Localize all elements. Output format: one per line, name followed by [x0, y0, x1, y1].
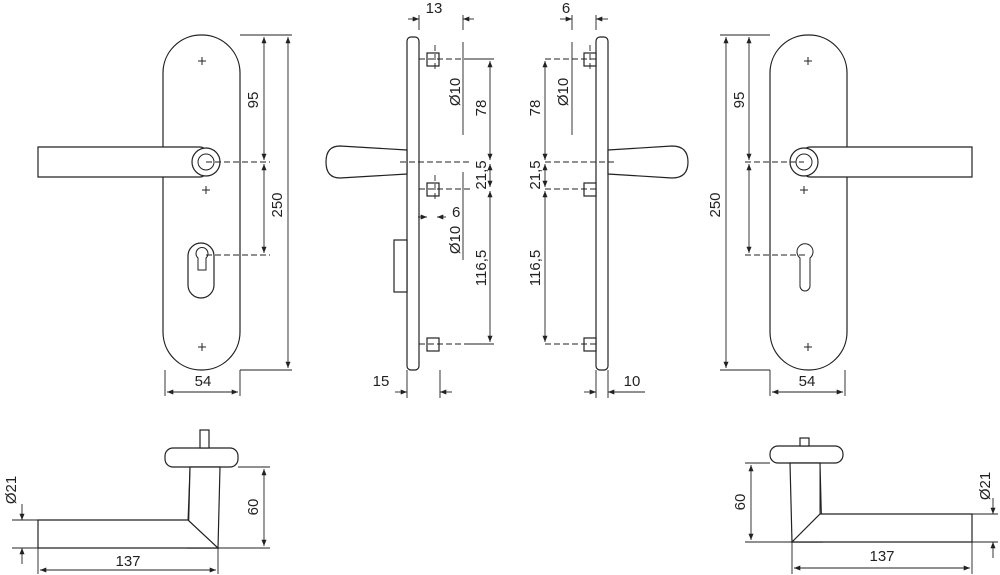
screw-boss-left-bottom: [426, 337, 440, 352]
dim-tv-left-d21: Ø21: [3, 476, 20, 504]
front-view-left: 95 250 54: [37, 34, 292, 396]
spindle-stub-left: [393, 239, 408, 293]
screw-boss-left-top: [426, 52, 440, 67]
dim-tv-right-d21: Ø21: [977, 472, 994, 500]
dim-sv-left-78: 78: [473, 100, 490, 117]
dim-sv-left-d10a: Ø10: [447, 78, 464, 106]
escutcheon-plate-left: [162, 34, 241, 371]
top-rose-left: [164, 447, 239, 468]
screw-mark-right-bottom: [804, 343, 812, 351]
dim-tv-left-137: 137: [115, 553, 140, 570]
top-spindle-right: [799, 437, 810, 447]
cylinder-keyhole-right: [796, 243, 814, 292]
dim-sv-left-215: 21,5: [473, 160, 490, 189]
dim-fv-left-95: 95: [245, 92, 262, 109]
side-lever-right: [607, 145, 689, 179]
screw-mark-left-mid: [202, 186, 210, 194]
dim-tv-right-60: 60: [732, 494, 749, 511]
dim-fv-left-54: 54: [195, 373, 212, 390]
dim-sv-right-215: 21,5: [527, 160, 544, 189]
keyhole-left: [195, 247, 209, 271]
dim-sv-left-15: 15: [373, 373, 390, 390]
top-view-left: Ø21 60 137: [3, 429, 270, 574]
screw-boss-right-mid: [583, 182, 597, 197]
dim-sv-right-1165: 116,5: [527, 250, 544, 286]
screw-boss-left-mid: [426, 182, 440, 197]
dim-tv-right-137: 137: [869, 548, 894, 565]
screw-mark-left-top: [198, 57, 206, 65]
screw-mark-right-top: [804, 57, 812, 65]
top-spindle-left: [199, 429, 210, 449]
dim-sv-left-1165: 116,5: [473, 250, 490, 286]
lever-handle-left: [37, 146, 209, 178]
top-view-right: 60 Ø21 137: [732, 437, 998, 574]
side-view-right: 6 Ø10 78 21,5 116,5 10: [527, 0, 689, 398]
lever-handle-right: [801, 146, 973, 178]
dim-fv-right-95: 95: [731, 92, 748, 109]
dim-sv-right-78: 78: [527, 100, 544, 117]
dim-sv-right-d10: Ø10: [555, 78, 572, 106]
dim-sv-right-6: 6: [562, 0, 570, 17]
side-lever-left: [325, 145, 408, 179]
screw-mark-right-mid: [800, 186, 808, 194]
dim-tv-left-60: 60: [245, 499, 262, 516]
dim-sv-right-10: 10: [624, 373, 641, 390]
side-plate-left: [406, 36, 420, 371]
front-view-right: 95 250 54: [707, 34, 973, 396]
top-lever-right: [790, 513, 973, 543]
dim-fv-right-250: 250: [707, 192, 724, 217]
screw-mark-left-bottom: [198, 343, 206, 351]
side-view-left: 13 Ø10 78 21,5 6 Ø10 116,5 15: [325, 0, 494, 398]
rose-inner-left: [197, 153, 215, 171]
side-plate-right: [595, 36, 609, 371]
dim-sv-left-d10b: Ø10: [447, 226, 464, 254]
dim-fv-left-250: 250: [269, 192, 286, 217]
top-rose-right: [769, 445, 844, 464]
dim-sv-left-6: 6: [452, 204, 460, 221]
dim-fv-right-54: 54: [799, 373, 816, 390]
escutcheon-plate-right: [769, 34, 848, 371]
top-lever-left: [37, 519, 220, 549]
dim-sv-left-13: 13: [426, 0, 443, 17]
screw-boss-right-bottom: [583, 337, 597, 352]
